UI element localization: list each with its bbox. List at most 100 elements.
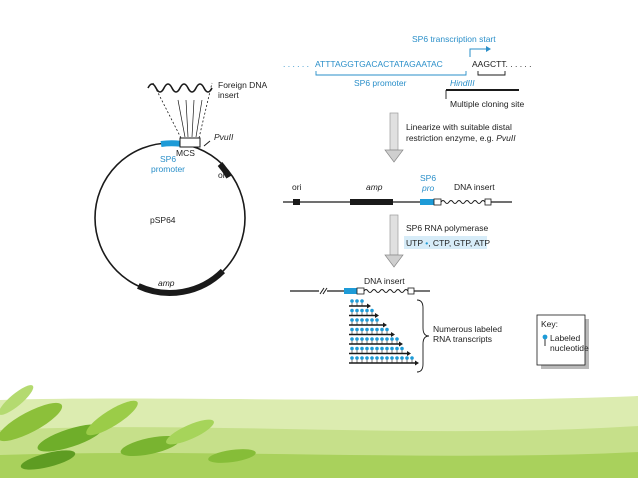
labeled-nucleotide [380,356,384,360]
labeled-utp-mark: • [423,238,428,248]
pvu-site-tick [203,140,211,147]
transcription-start-label: SP6 transcription start [412,34,496,44]
labeled-nucleotide [385,346,389,351]
labeled-nucleotide [370,346,374,351]
labeled-nucleotide [375,356,379,360]
linear-amp-label: amp [366,182,383,192]
ntp-rest: , CTP, GTP, ATP [428,238,490,248]
polymerase-label: SP6 RNA polymerase [406,223,488,233]
start-arrow [469,48,486,57]
plasmid-name: pSP64 [150,215,176,225]
labeled-nucleotide [360,337,364,341]
rna-transcript [349,299,371,309]
transcripts-brace [416,299,430,373]
labeled-nucleotide [395,356,399,360]
linear-insert-label: DNA insert [454,182,495,192]
labeled-nucleotide [390,356,394,360]
hindiii-label: HindIII [450,78,475,88]
labeled-nucleotide [350,356,354,360]
leaf-decoration [0,385,638,478]
key-box: Key: Labeled nucleotide [536,314,589,369]
mcs-box [179,137,201,148]
labeled-nucleotide [360,346,364,351]
sequence-downstream: AAGCTT. . . . . . [472,59,532,69]
labeled-nucleotide [355,318,359,322]
labeled-nucleotide [365,337,369,341]
rna-transcript [349,308,379,318]
linearize-enzyme: PvuII [496,133,516,143]
labeled-nucleotide [405,356,409,360]
rna-transcripts [349,299,419,366]
labeled-nucleotide [350,346,354,351]
labeled-nucleotide [355,299,359,303]
linear-pro-label: pro [421,183,435,193]
labeled-nucleotide [360,299,364,303]
sp6-promoter-arc [160,140,181,147]
labeled-nucleotide [365,356,369,360]
labeled-nucleotide [370,318,374,322]
labeled-nucleotide [385,356,389,360]
pvu-label: PvuII [214,132,234,142]
labeled-nucleotide [395,337,399,341]
linear-promoter-block [420,199,434,205]
rna-transcript [349,318,387,328]
labeled-nucleotide [385,337,389,341]
linearize-line-2-prefix: restriction enzyme, e.g. [406,133,496,143]
linear-insert-wave [440,200,486,204]
labeled-nucleotide [390,337,394,341]
amp-gene-arc [137,268,226,296]
labeled-nucleotide [370,337,374,341]
labeled-nucleotide [375,346,379,351]
rna-transcript [349,356,419,366]
labeled-nucleotide [375,337,379,341]
promoter-label: promoter [151,164,185,174]
sp6-promoter-label: SP6 promoter [354,78,407,88]
labeled-nucleotide [380,346,384,351]
linearize-line-1: Linearize with suitable distal [406,122,512,132]
ntp-utp: UTP [406,238,423,248]
key-title: Key: [541,319,558,329]
labeled-nucleotide [380,327,384,332]
ntp-line: UTP •, CTP, GTP, ATP [406,238,490,248]
labeled-nucleotide [365,308,369,313]
labeled-nucleotide [370,308,374,313]
labeled-nucleotide [350,318,354,322]
labeled-nucleotide [350,308,354,313]
ori-block [217,162,232,179]
labeled-nucleotide [360,318,364,322]
labeled-nucleotide [350,299,354,303]
transcription-panel: DNA insert Numerous labeled RNA transcri… [290,276,502,373]
rna-transcript [349,346,411,356]
linear-amp-block [350,199,393,205]
sequence-panel: SP6 transcription start . . . . . . ATTT… [283,34,532,109]
labeled-nucleotide [360,308,364,313]
foreign-dna-wave [147,83,213,93]
labeled-nucleotide [380,337,384,341]
sp6-label: SP6 [160,154,176,164]
labeled-nucleotide [400,346,404,351]
mcs-label: MCS [176,148,195,158]
linearize-line-2: restriction enzyme, e.g. PvuII [406,133,516,143]
template-insert-label: DNA insert [364,276,405,286]
ori-label: ori [218,170,228,180]
step-arrow-2 [384,214,404,268]
labeled-nucleotide-icon [542,334,548,340]
rna-transcript [349,337,403,347]
transcripts-label-1: Numerous labeled [433,324,502,334]
transcripts-label-2: RNA transcripts [433,334,492,344]
labeled-nucleotide [355,356,359,360]
linear-ori-block [293,199,300,205]
linear-sp6-label: SP6 [420,173,436,183]
linear-map: ori amp SP6 pro DNA insert [283,173,512,206]
sequence-promoter: ATTTAGGTGACACTATAGAATAC [315,59,443,69]
foreign-dna-label-1: Foreign DNA [218,80,267,90]
rna-transcript [349,327,395,337]
labeled-nucleotide [400,356,404,360]
mcs-full-label: Multiple cloning site [450,99,524,109]
labeled-nucleotide [365,327,369,332]
labeled-nucleotide [375,327,379,332]
linear-ori-label: ori [292,182,302,192]
labeled-nucleotide [355,327,359,332]
